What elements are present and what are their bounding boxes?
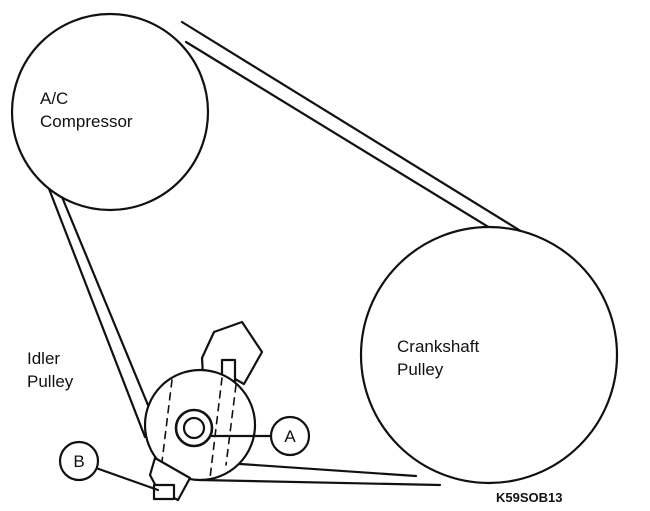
idler-pulley [143, 368, 257, 502]
ac-compressor-label-line1: A/C [40, 89, 68, 108]
crankshaft-pulley [359, 225, 619, 485]
belt-upper-outer [180, 20, 534, 240]
crankshaft-label-line2: Pulley [397, 360, 444, 379]
ac-compressor-pulley [10, 12, 210, 212]
drive-belt [32, 20, 534, 487]
callout-a-label: A [284, 427, 296, 446]
idler-label-line1: Idler [27, 349, 60, 368]
callout-b: B [58, 440, 160, 492]
belt-left-inner [53, 178, 152, 412]
crankshaft-label-line1: Crankshaft [397, 337, 479, 356]
belt-upper-inner [184, 40, 528, 252]
ac-compressor-label-line2: Compressor [40, 112, 133, 131]
figure-code: K59SOB13 [496, 490, 562, 505]
belt-bottom-lower [198, 478, 442, 487]
belt-left-outer [32, 148, 147, 439]
belt-bottom-upper [224, 461, 418, 478]
callout-b-label: B [73, 452, 84, 471]
idler-label-line2: Pulley [27, 372, 74, 391]
callout-a: A [210, 415, 311, 457]
